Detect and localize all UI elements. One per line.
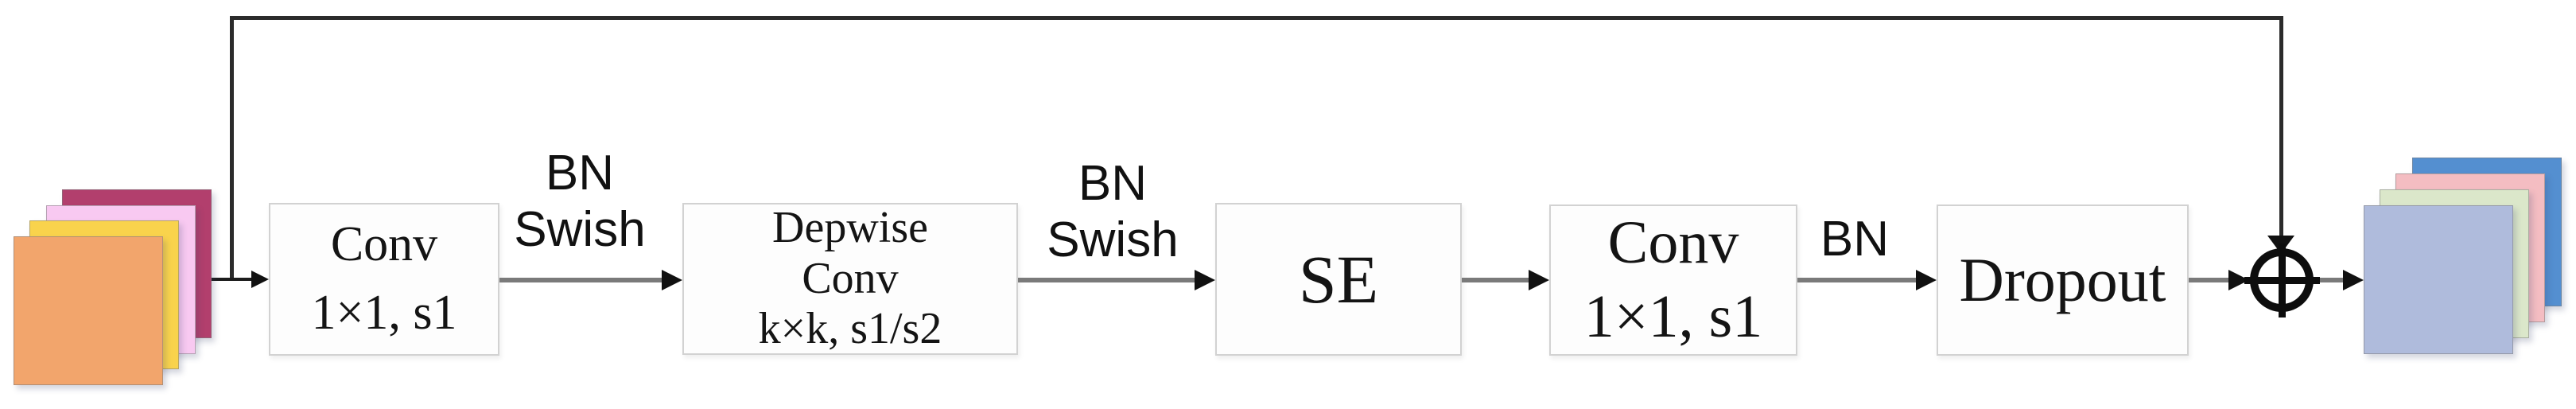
skip-connection-left-segment [230, 16, 234, 280]
arrow-conv1-to-depwise-head-icon [662, 270, 682, 290]
skip-connection-top-segment [230, 16, 2283, 20]
arrow-depwise-to-se [1018, 278, 1196, 282]
output-feature-map-layer [2364, 205, 2513, 354]
conv1x1-project-block: Conv 1×1, s1 [1549, 204, 1797, 356]
bn-label: BN [1799, 211, 1910, 267]
arrow-conv1-to-depwise [499, 278, 663, 282]
block-label-line: Dropout [1959, 245, 2166, 314]
block-label-line: SE [1298, 241, 1379, 317]
arrow-se-to-conv2 [1462, 278, 1530, 282]
arrow-conv2-to-dropout [1797, 278, 1917, 282]
arrow-add-to-output-head-icon [2343, 270, 2364, 290]
edge-label-line: BN [1820, 212, 1890, 267]
arrow-add-to-output [2316, 278, 2345, 282]
block-label-line: Conv [330, 217, 438, 272]
block-label-line: Conv [802, 253, 899, 303]
arrow-input-to-conv1 [208, 278, 254, 281]
depthwise-conv-block: Depwise Conv k×k, s1/s2 [682, 203, 1018, 355]
add-icon-horizontal-bar [2244, 277, 2320, 284]
bn-swish-label-1: BN Swish [492, 145, 667, 259]
edge-label-line: Swish [1047, 212, 1179, 268]
arrow-dropout-to-add [2189, 278, 2230, 282]
block-label-line: Conv [1607, 209, 1739, 277]
edge-label-line: BN [545, 146, 615, 201]
arrow-depwise-to-se-head-icon [1195, 270, 1215, 290]
input-feature-map-layer [14, 236, 163, 385]
conv1x1-expand-block: Conv 1×1, s1 [269, 203, 499, 356]
block-label-line: 1×1, s1 [1583, 283, 1763, 350]
block-label-line: 1×1, s1 [311, 286, 457, 340]
squeeze-excitation-block: SE [1215, 203, 1462, 356]
arrow-conv2-to-dropout-head-icon [1916, 270, 1937, 290]
block-label-line: k×k, s1/s2 [758, 304, 942, 354]
block-label-line: Depwise [772, 202, 928, 252]
bn-swish-label-2: BN Swish [1025, 155, 1200, 269]
dropout-block: Dropout [1937, 204, 2189, 356]
edge-label-line: Swish [514, 202, 646, 258]
skip-connection-right-segment [2279, 16, 2283, 237]
edge-label-line: BN [1078, 156, 1148, 211]
arrow-input-to-conv1-head-icon [251, 271, 269, 288]
arrow-se-to-conv2-head-icon [1529, 270, 1549, 290]
